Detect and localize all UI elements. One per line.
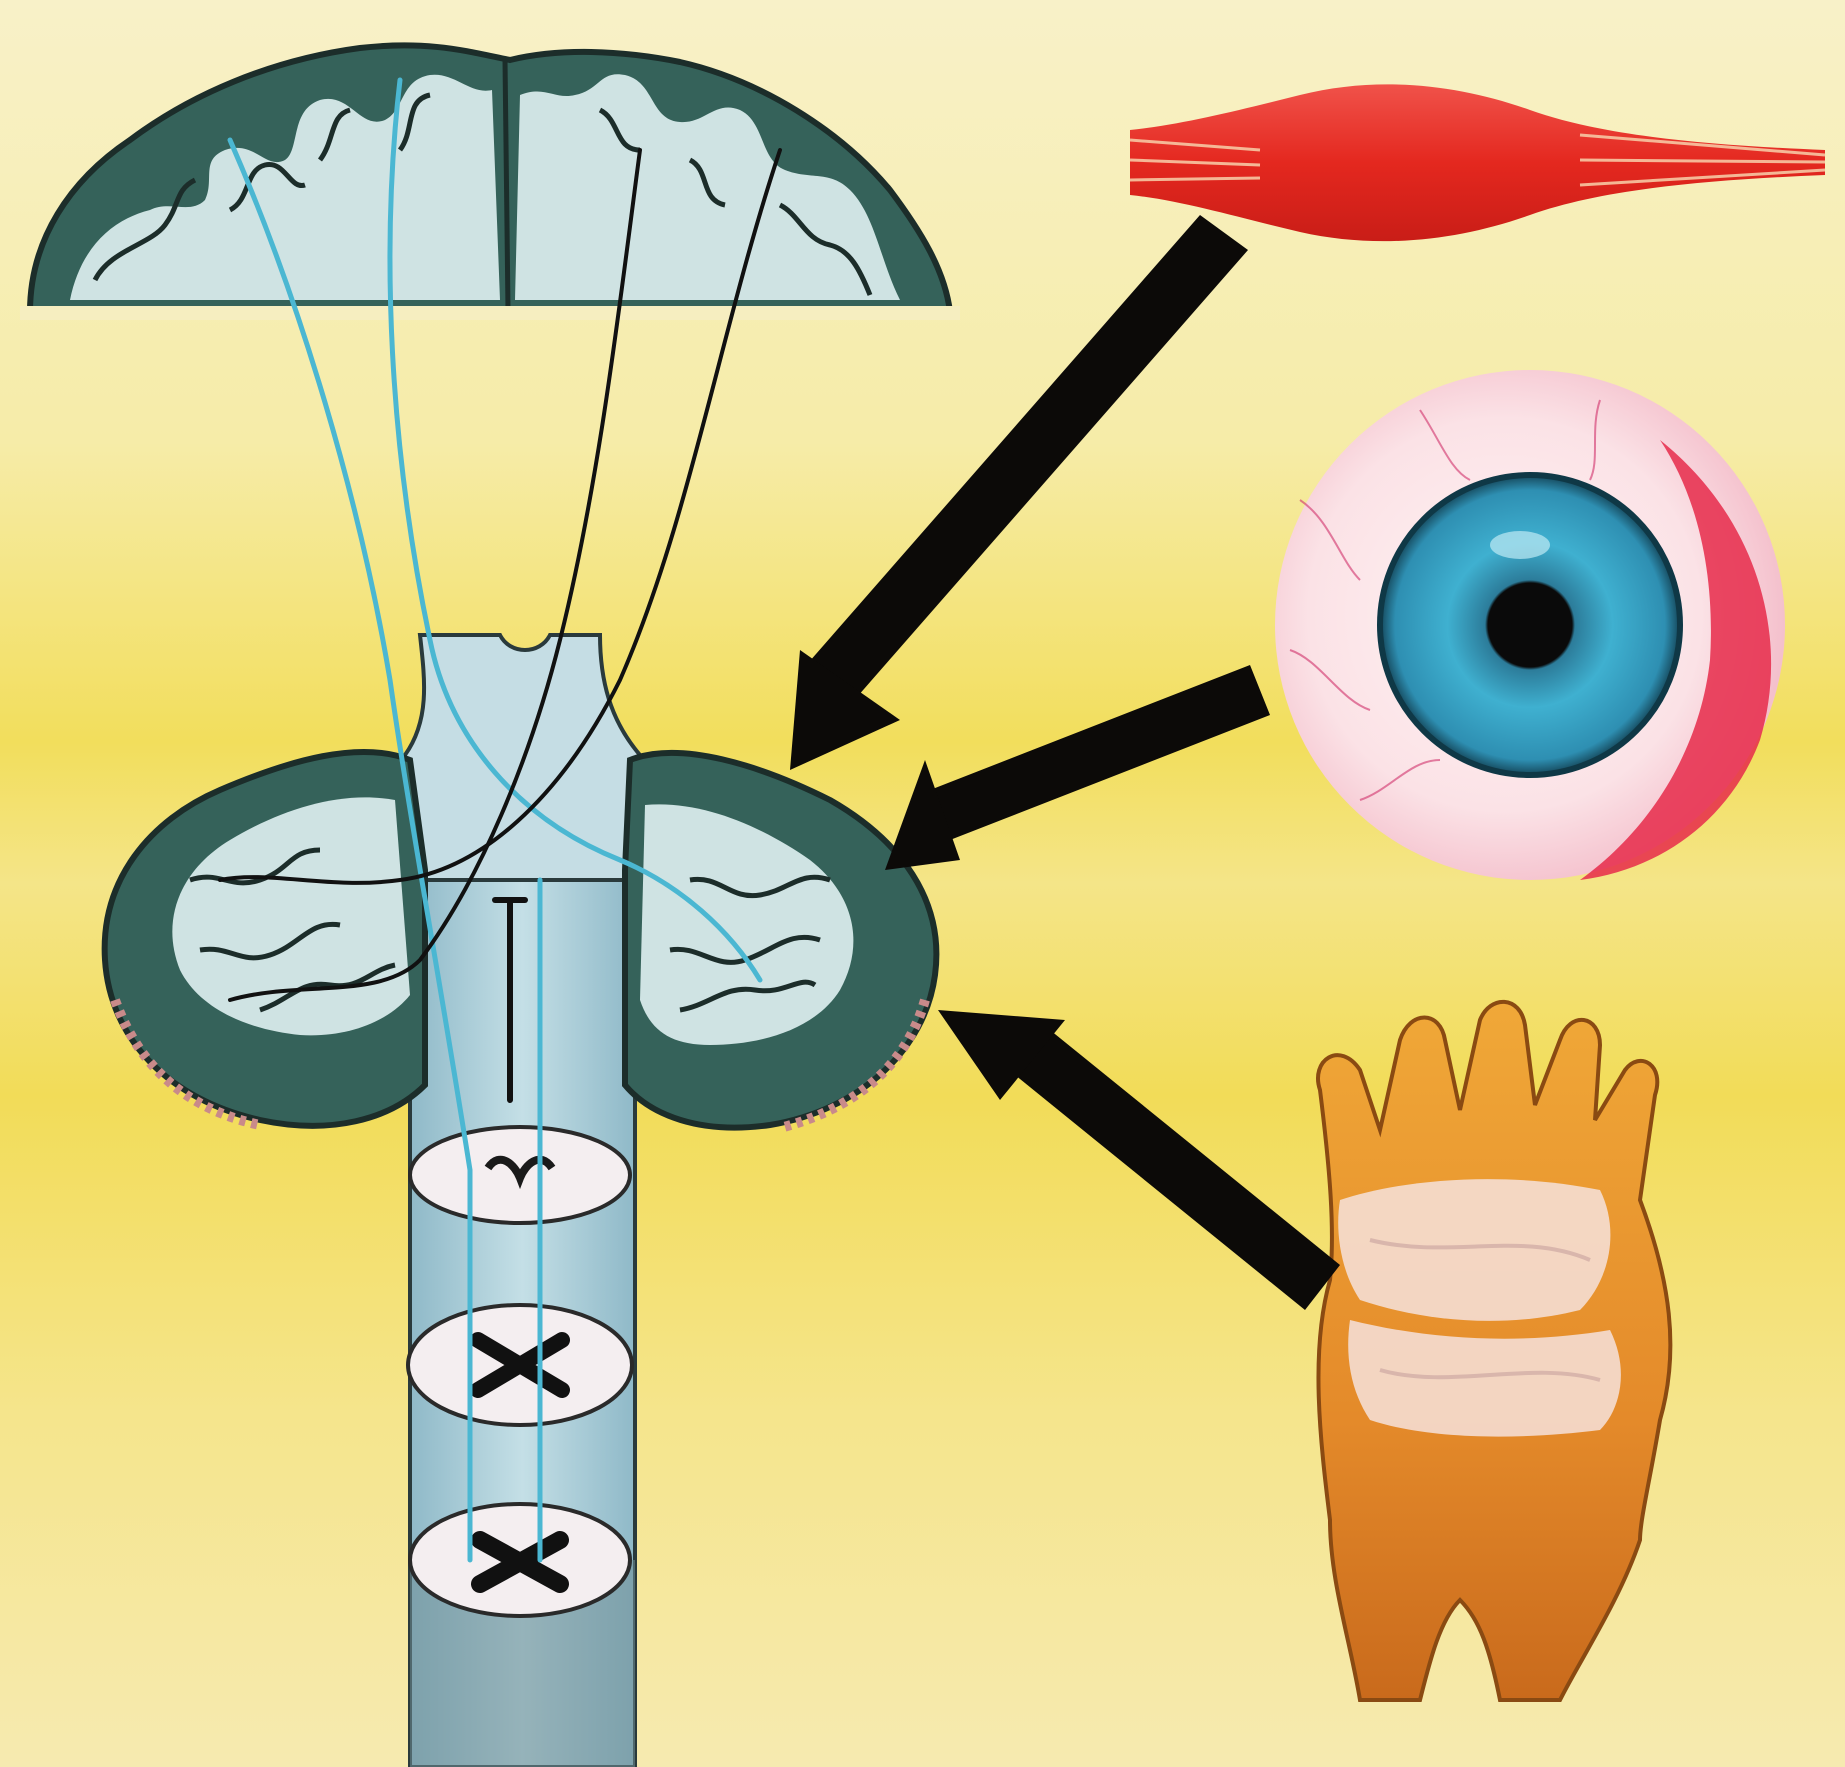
spinal-section-lower — [410, 1504, 630, 1616]
eye-icon — [1275, 370, 1785, 880]
spinal-section-upper — [410, 1127, 630, 1223]
spinal-section-middle — [408, 1305, 632, 1425]
joint-icon — [1318, 1002, 1670, 1700]
